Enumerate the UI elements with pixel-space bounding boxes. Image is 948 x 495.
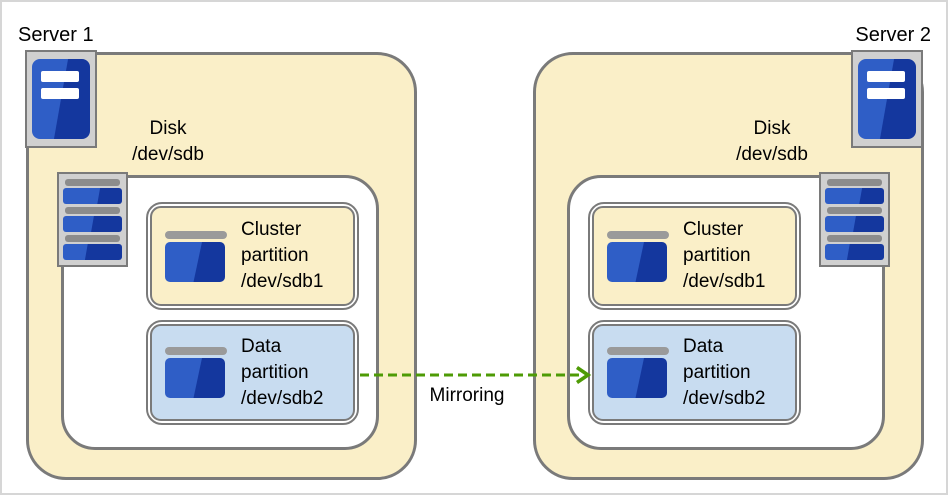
- partition-icon-body: [165, 241, 225, 282]
- partition-line: Cluster: [241, 219, 302, 240]
- partition-icon-bar: [165, 230, 227, 239]
- partition-icon: [165, 347, 227, 398]
- partition-line: /dev/sdb2: [683, 387, 766, 409]
- data-partition-text: Data partition /dev/sdb2: [683, 334, 765, 412]
- partition-line: Data: [683, 335, 724, 357]
- partition-icon-body: [607, 241, 667, 282]
- disk-divider-bar: [65, 179, 120, 186]
- disk-platter-bar: [63, 216, 122, 233]
- disk-divider-bar: [827, 234, 882, 242]
- partition-line: Cluster: [683, 219, 744, 240]
- disk-platter-bar: [825, 243, 884, 260]
- disk-divider-bar: [65, 206, 120, 214]
- partition-line: /dev/sdb2: [241, 387, 324, 409]
- partition-line: /dev/sdb1: [683, 271, 766, 292]
- partition-icon-bar: [607, 230, 669, 239]
- partition-icon: [165, 230, 227, 282]
- server1-disk-label: Disk /dev/sdb: [106, 116, 230, 168]
- cluster-partition-text: Cluster partition /dev/sdb1: [241, 217, 323, 295]
- disk-divider-bar: [827, 179, 882, 186]
- server2-data-partition-box: Data partition /dev/sdb2: [588, 320, 801, 425]
- server2-label: Server 2: [855, 24, 931, 46]
- server2-cluster-partition-box: Cluster partition /dev/sdb1: [588, 202, 801, 310]
- partition-icon: [607, 347, 669, 398]
- server1-data-partition-box: Data partition /dev/sdb2: [146, 320, 359, 425]
- mirroring-label: Mirroring: [429, 385, 505, 406]
- disk-title: Disk: [753, 118, 791, 139]
- server-icon: [25, 50, 97, 148]
- partition-icon-body: [165, 358, 225, 398]
- partition-icon-bar: [165, 347, 227, 355]
- server-led-bar: [867, 88, 905, 99]
- disk-divider-bar: [65, 234, 120, 242]
- partition-icon: [607, 230, 669, 282]
- partition-icon-body: [607, 358, 667, 398]
- partition-line: partition: [241, 245, 309, 266]
- disk-platter-bar: [825, 216, 884, 233]
- disk-platter-bar: [825, 188, 884, 205]
- server-led-bar: [41, 88, 79, 99]
- data-partition-text: Data partition /dev/sdb2: [241, 334, 323, 412]
- server1-cluster-partition-box: Cluster partition /dev/sdb1: [146, 202, 359, 310]
- server-led-bar: [41, 71, 79, 82]
- server-led-bar: [867, 71, 905, 82]
- partition-icon-bar: [607, 347, 669, 355]
- disk-title: Disk: [149, 118, 187, 139]
- server-icon-body: [858, 59, 916, 139]
- disk-device: /dev/sdb: [132, 144, 204, 165]
- partition-line: partition: [241, 361, 309, 383]
- disk-divider-bar: [827, 206, 882, 214]
- disk-platter-bar: [63, 188, 122, 205]
- partition-line: Data: [241, 335, 282, 357]
- server1-label: Server 1: [18, 24, 94, 46]
- cluster-partition-text: Cluster partition /dev/sdb1: [683, 217, 765, 295]
- server-icon: [851, 50, 923, 148]
- disk-stack-icon: [57, 172, 128, 267]
- server-icon-body: [32, 59, 90, 139]
- disk-platter-bar: [63, 243, 122, 260]
- partition-line: partition: [683, 245, 751, 266]
- disk-stack-icon: [819, 172, 890, 267]
- partition-line: /dev/sdb1: [241, 271, 324, 292]
- server2-disk-label: Disk /dev/sdb: [710, 116, 834, 168]
- partition-line: partition: [683, 361, 751, 383]
- disk-device: /dev/sdb: [736, 144, 808, 165]
